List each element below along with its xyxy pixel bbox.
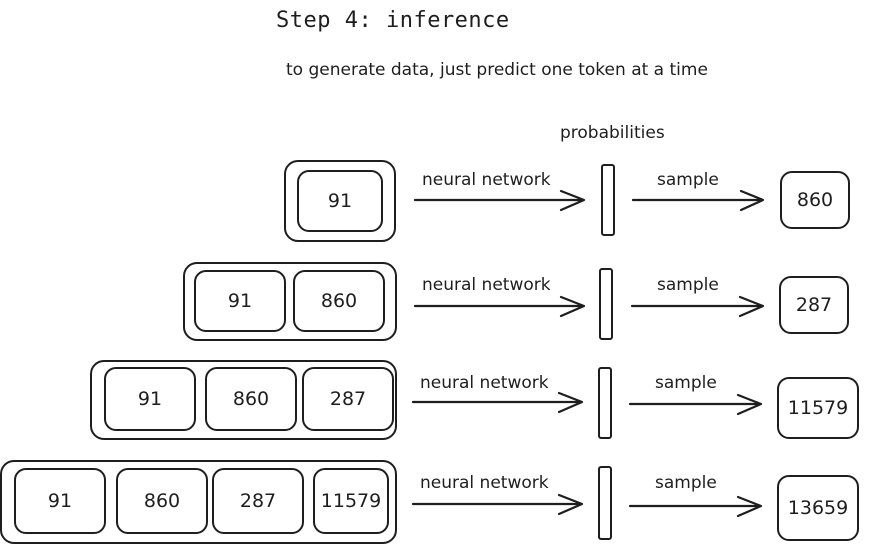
diagram-title: Step 4: inference xyxy=(276,8,510,33)
probabilities-bar xyxy=(599,268,613,340)
neural-network-label: neural network xyxy=(422,275,551,295)
arrow-to-network xyxy=(413,189,586,212)
probabilities-label: probabilities xyxy=(560,123,665,143)
sample-label: sample xyxy=(655,473,717,493)
neural-network-label: neural network xyxy=(420,373,549,393)
input-token: 860 xyxy=(205,367,297,431)
arrow-to-sample xyxy=(631,189,765,212)
sampled-token: 13659 xyxy=(777,475,859,541)
diagram-subtitle: to generate data, just predict one token… xyxy=(286,60,708,80)
sample-label: sample xyxy=(657,275,719,295)
input-token: 91 xyxy=(297,170,383,232)
input-token: 91 xyxy=(104,367,196,431)
input-token: 860 xyxy=(116,468,208,534)
arrow-to-network xyxy=(411,391,584,414)
input-token: 860 xyxy=(293,270,385,332)
sampled-token: 860 xyxy=(780,171,850,229)
probabilities-bar xyxy=(598,466,612,540)
input-sequence-row-4 xyxy=(0,460,397,544)
sample-label: sample xyxy=(655,373,717,393)
input-sequence-row-1 xyxy=(284,160,396,242)
input-token: 91 xyxy=(14,468,106,534)
probabilities-bar xyxy=(598,367,612,439)
arrow-to-network xyxy=(411,493,584,516)
arrow-to-sample xyxy=(628,495,763,518)
sampled-token: 11579 xyxy=(777,377,859,439)
input-token: 287 xyxy=(302,367,394,431)
sampled-token: 287 xyxy=(779,276,849,334)
neural-network-label: neural network xyxy=(420,473,549,493)
input-token: 91 xyxy=(194,270,286,332)
input-sequence-row-2 xyxy=(183,262,397,341)
arrow-to-network xyxy=(413,295,586,318)
arrow-to-sample xyxy=(630,295,765,318)
neural-network-label: neural network xyxy=(422,170,551,190)
input-token: 287 xyxy=(212,468,304,534)
input-sequence-row-3 xyxy=(90,360,397,440)
probabilities-bar xyxy=(601,164,615,236)
sample-label: sample xyxy=(657,170,719,190)
arrow-to-sample xyxy=(628,393,763,416)
input-token: 11579 xyxy=(313,468,389,534)
